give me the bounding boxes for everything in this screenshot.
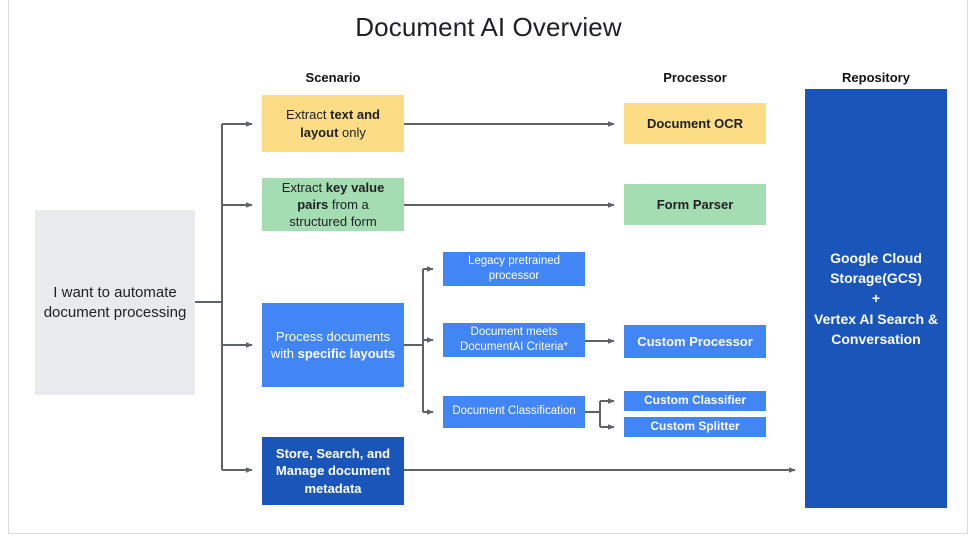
processor-box-document-ocr[interactable]: Document OCR	[624, 103, 766, 144]
processor-label-document-ocr: Document OCR	[646, 115, 744, 131]
connector-classification-to-custom	[585, 398, 615, 430]
scenario-label-extract-text-layout: Extract text and layout only	[286, 107, 380, 140]
connector-layouts-to-criteria	[404, 266, 434, 415]
processor-label-custom-splitter: Custom Splitter	[650, 419, 740, 434]
criteria-label-document-meets-criteria: Document meets DocumentAI Criteria*	[459, 325, 568, 353]
criteria-label-document-classification: Document Classification	[452, 405, 576, 418]
entry-box[interactable]: I want to automate document processing	[35, 210, 195, 395]
processor-box-custom-processor[interactable]: Custom Processor	[624, 325, 766, 358]
criteria-box-document-meets-criteria[interactable]: Document meets DocumentAI Criteria*	[443, 323, 585, 357]
scenario-box-process-specific-layouts[interactable]: Process documents with specific layouts	[262, 303, 404, 387]
processor-box-form-parser[interactable]: Form Parser	[624, 184, 766, 225]
repository-box[interactable]: Google Cloud Storage(GCS) + Vertex AI Se…	[805, 89, 947, 508]
scenario-label-extract-key-value: Extract key value pairs from a structure…	[281, 179, 385, 230]
repository-line-1: Google Cloud	[830, 249, 922, 266]
processor-label-form-parser: Form Parser	[656, 196, 734, 212]
processor-box-custom-classifier[interactable]: Custom Classifier	[624, 391, 766, 411]
criteria-box-document-classification[interactable]: Document Classification	[443, 396, 585, 428]
entry-box-label: I want to automate document processing	[43, 283, 187, 321]
repository-line-3: +	[871, 290, 881, 307]
connector-entry-trunk	[195, 121, 253, 473]
column-header-repository: Repository	[842, 70, 910, 85]
column-header-processor: Processor	[663, 70, 727, 85]
scenario-label-store-search-manage: Store, Search, and Manage document metad…	[275, 446, 391, 496]
scenario-box-store-search-manage[interactable]: Store, Search, and Manage document metad…	[262, 437, 404, 505]
criteria-label-legacy-pretrained-processor: Legacy pretrained processor	[467, 254, 561, 282]
scenario-box-extract-text-layout[interactable]: Extract text and layout only	[262, 95, 404, 152]
repository-line-4: Vertex AI Search &	[814, 310, 938, 327]
scenario-box-extract-key-value[interactable]: Extract key value pairs from a structure…	[262, 178, 404, 231]
processor-box-custom-splitter[interactable]: Custom Splitter	[624, 417, 766, 437]
processor-label-custom-processor: Custom Processor	[637, 333, 753, 349]
criteria-box-legacy-pretrained-processor[interactable]: Legacy pretrained processor	[443, 252, 585, 286]
processor-label-custom-classifier: Custom Classifier	[643, 393, 747, 408]
repository-line-2: Storage(GCS)	[830, 270, 922, 287]
page-title: Document AI Overview	[355, 12, 622, 42]
repository-line-5: Conversation	[831, 330, 921, 347]
scenario-label-process-specific-layouts: Process documents with specific layouts	[270, 328, 396, 361]
column-header-scenario: Scenario	[305, 70, 361, 85]
